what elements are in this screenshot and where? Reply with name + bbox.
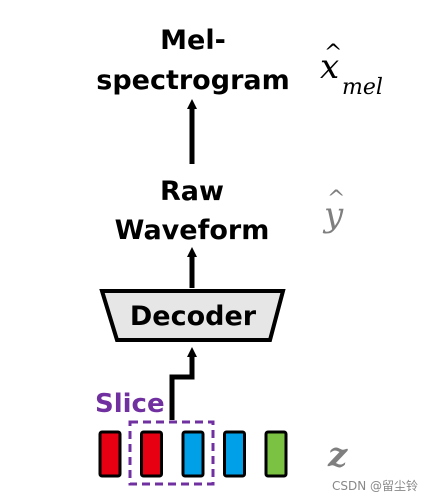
mel-symbol: x bbox=[320, 47, 339, 87]
raw-waveform-label-line2: Waveform bbox=[115, 215, 270, 246]
latent-block-4 bbox=[223, 430, 246, 478]
slice-label: Slice bbox=[95, 389, 165, 419]
decoder-label: Decoder bbox=[130, 301, 257, 332]
decoder-box bbox=[99, 289, 286, 342]
slice-dashed-box bbox=[128, 420, 215, 486]
mel-subscript: mel bbox=[342, 75, 383, 100]
arrow-slice-to-decoder bbox=[169, 347, 197, 420]
waveform-hat: ^ bbox=[327, 187, 345, 212]
watermark: CSDN @留尘铃 bbox=[332, 478, 418, 493]
raw-waveform-label-line1: Raw bbox=[160, 176, 224, 207]
mel-spectrogram-label-line1: Mel- bbox=[160, 25, 226, 56]
waveform-symbol: y bbox=[322, 195, 344, 235]
latent-block-1 bbox=[98, 430, 122, 478]
latent-block-2 bbox=[140, 430, 163, 478]
latent-blocks bbox=[98, 430, 288, 478]
mel-spectrogram-label-line2: spectrogram bbox=[96, 65, 289, 96]
latent-symbol: z bbox=[327, 435, 348, 475]
latent-block-3 bbox=[181, 430, 205, 478]
mel-hat: ^ bbox=[324, 41, 342, 66]
latent-block-5 bbox=[264, 430, 288, 478]
